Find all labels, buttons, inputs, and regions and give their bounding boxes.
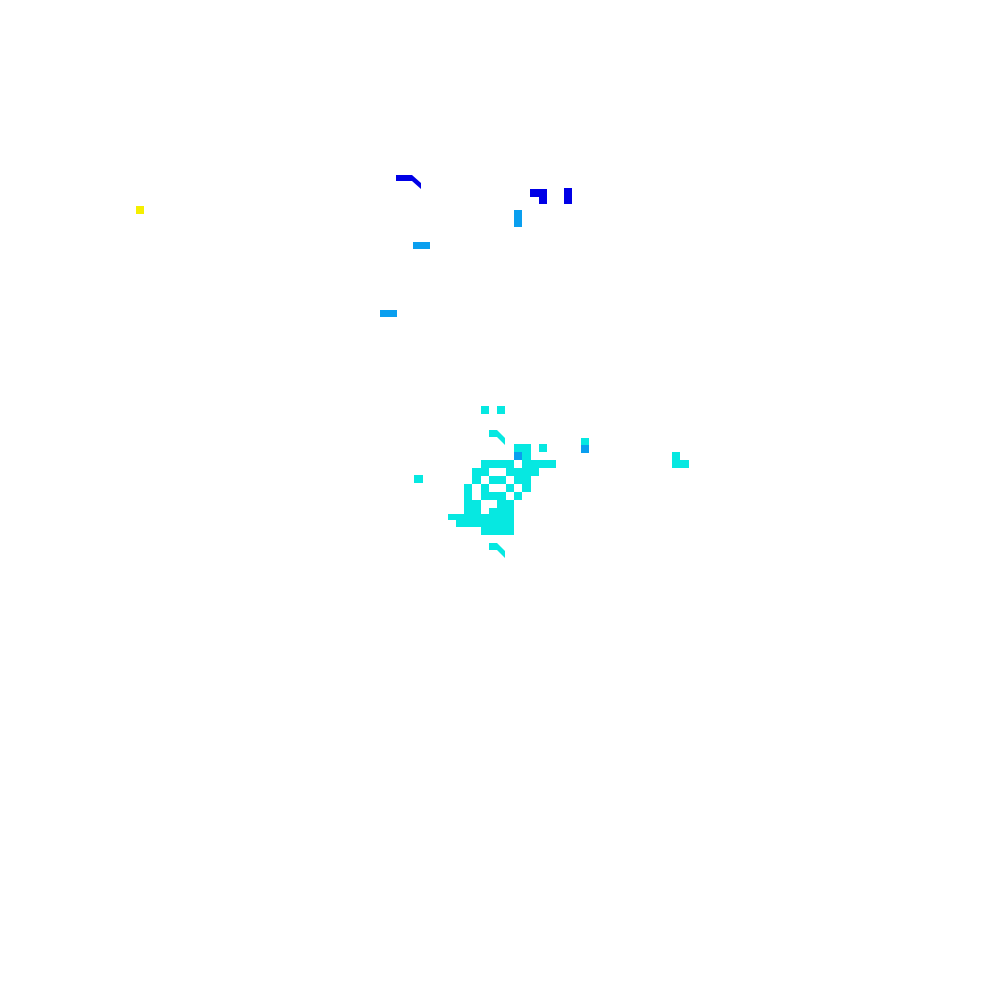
cyan-pixel — [672, 452, 680, 460]
mid-blue-dash-1 — [413, 242, 430, 249]
cyan-pixel — [522, 452, 531, 460]
yellow-pixel — [136, 206, 144, 214]
cyan-pixel — [481, 460, 514, 468]
cyan-pixel — [497, 500, 514, 508]
mid-blue-vertical-dash — [514, 210, 522, 227]
cyan-pixel — [472, 476, 481, 484]
dark-blue-bar — [564, 188, 572, 204]
cyan-pixel — [522, 460, 556, 468]
cyan-pixel — [414, 475, 423, 483]
cyan-pixel — [506, 484, 514, 492]
cyan-pixel — [456, 520, 514, 527]
cyan-pixel — [489, 508, 514, 514]
mid-blue-dash-2 — [380, 310, 397, 317]
cyan-arc-bottom — [489, 543, 505, 558]
cyan-pixel — [464, 492, 472, 500]
mid-blue-pixel-1 — [581, 445, 589, 453]
cyan-pixel — [481, 492, 506, 500]
cyan-pixel — [497, 406, 505, 414]
dark-blue-hook — [530, 189, 547, 204]
cyan-pixel — [464, 484, 472, 492]
cyan-pixel — [514, 444, 531, 452]
cyan-pixel — [672, 460, 689, 468]
cyan-pixel — [472, 468, 489, 476]
cyan-pixel — [464, 500, 481, 508]
cyan-pixel — [481, 484, 489, 492]
cyan-cluster — [414, 406, 689, 558]
cyan-arc-top — [489, 430, 505, 445]
cyan-pixel — [514, 492, 522, 500]
cyan-pixel — [581, 438, 589, 445]
dark-blue-arc — [396, 175, 421, 189]
cyan-pixel — [522, 484, 531, 492]
cyan-pixel — [489, 476, 506, 484]
cyan-pixel — [539, 444, 547, 452]
cyan-pixel — [448, 514, 514, 520]
cyan-pixel — [464, 508, 481, 514]
cyan-pixel — [514, 476, 531, 484]
cyan-pixel — [481, 406, 489, 414]
cyan-pixel — [506, 468, 539, 476]
mid-blue-pixel-2 — [514, 452, 522, 460]
cyan-pixel — [481, 527, 514, 535]
